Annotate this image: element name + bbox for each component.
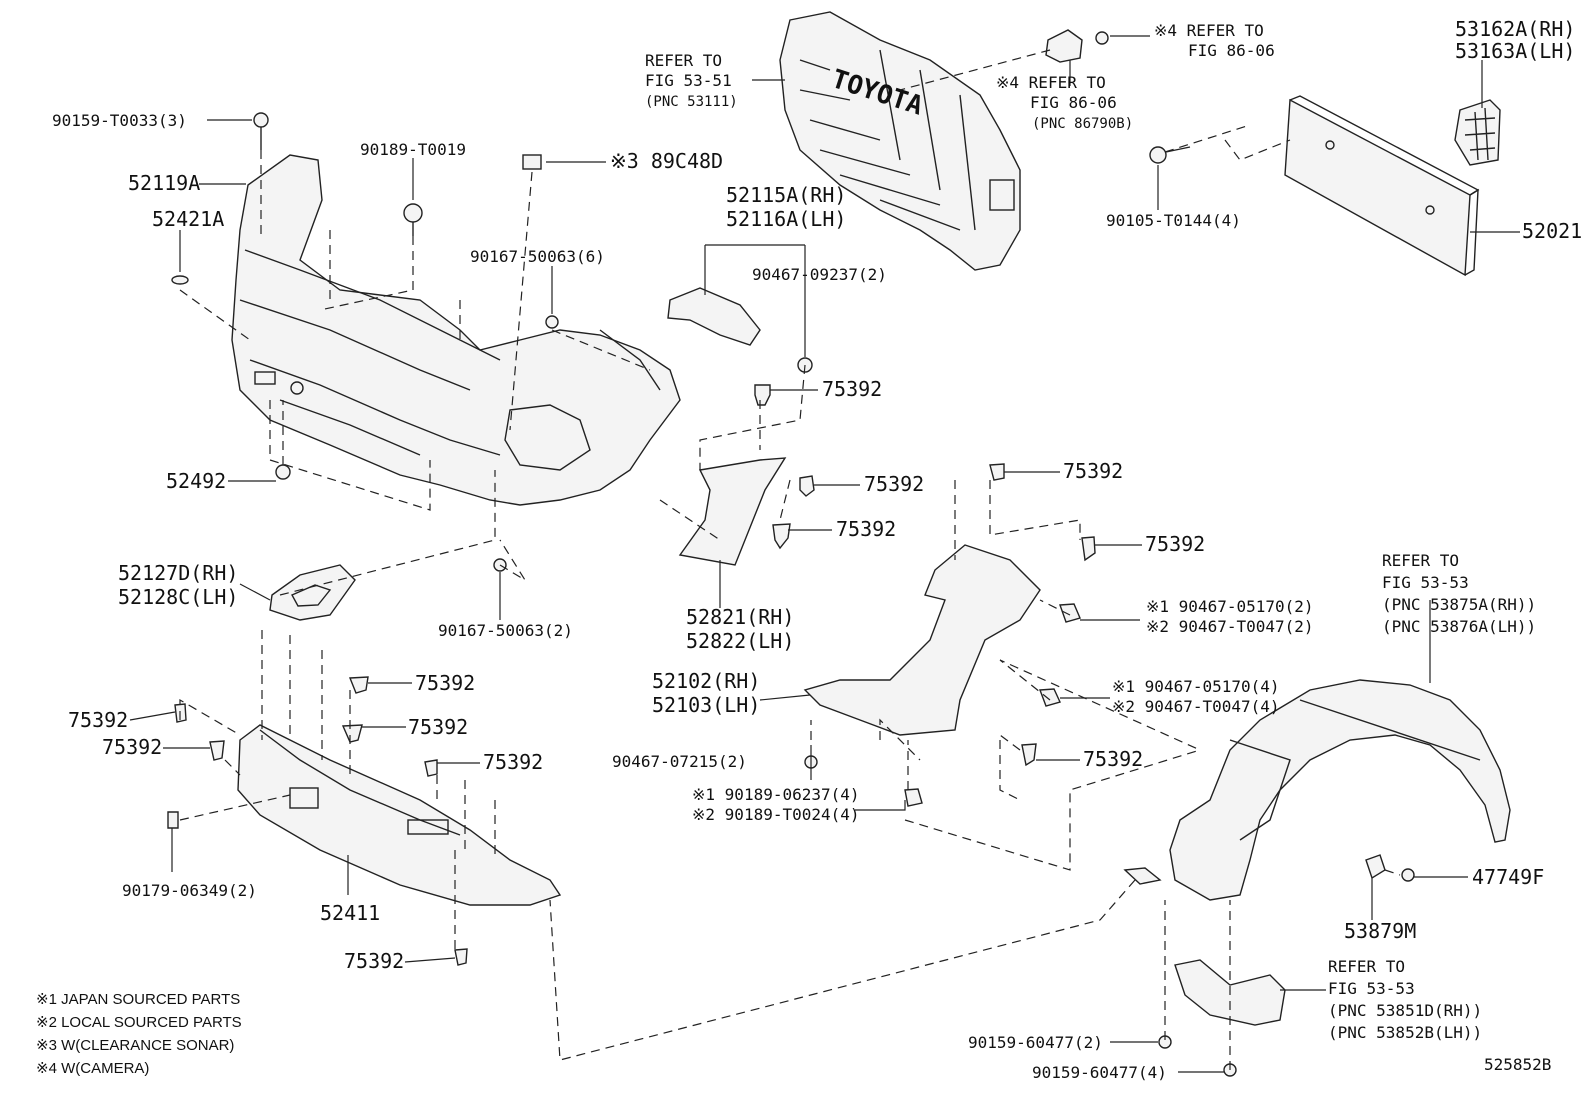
mudguard-ref-line1: REFER TO [1328,957,1405,976]
label-89C48D: ※3 89C48D [610,149,723,173]
bracket-ref-line3: (PNC 86790B) [1032,116,1133,132]
label-90467-T0047-2: ※2 90467-T0047(2) [1146,617,1314,636]
label-75392: 75392 [102,735,162,759]
label-52421A: 52421A [152,207,224,231]
label-52103: 52103(LH) [652,693,760,717]
label-52411: 52411 [320,901,380,925]
bracket-53162A [1454,99,1501,166]
camera-ref-line2: FIG 86-06 [1188,41,1275,60]
bracket-ref-line1: ※4 REFER TO [996,73,1106,92]
label-52021: 52021 [1522,219,1582,243]
note-3: ※3 W(CLEARANCE SONAR) [36,1037,234,1054]
label-90179-06349: 90179-06349(2) [122,881,257,900]
diagram-id: 525852B [1484,1055,1551,1074]
label-90467-05170-2: ※1 90467-05170(2) [1146,597,1314,616]
grille-ref-line1: REFER TO [645,51,722,70]
label-52119A: 52119A [128,171,200,195]
nut-53879M [1365,854,1415,882]
fender-liner [1169,679,1511,901]
label-90159-60477-2: 90159-60477(2) [968,1033,1103,1052]
bracket-52115A [667,287,813,373]
label-90159-T0033: 90159-T0033(3) [52,111,187,130]
mudguard-ref-line4: (PNC 53852B(LH)) [1328,1023,1482,1042]
leader-lines [129,35,1520,1073]
fog-cover-52127D [269,564,356,621]
label-75392: 75392 [408,715,468,739]
legend-notes: ※1 JAPAN SOURCED PARTS ※2 LOCAL SOURCED … [36,991,242,1077]
label-47749F: 47749F [1472,865,1544,889]
fasteners [167,112,1237,1077]
label-52128C: 52128C(LH) [118,585,238,609]
liner-ref-line1: REFER TO [1382,551,1459,570]
note-1: ※1 JAPAN SOURCED PARTS [36,991,240,1008]
camera-ref-line1: ※4 REFER TO [1154,21,1264,40]
mudguard-ref-line2: FIG 53-53 [1328,979,1415,998]
label-52492: 52492 [166,469,226,493]
liner-ref-line2: FIG 53-53 [1382,573,1469,592]
mudguard-ref-line3: (PNC 53851D(RH)) [1328,1001,1482,1020]
label-53163A: 53163A(LH) [1455,39,1575,63]
label-52821: 52821(RH) [686,605,794,629]
label-52102: 52102(RH) [652,669,760,693]
label-75392: 75392 [68,708,128,732]
label-75392: 75392 [864,472,924,496]
label-90189-T0024: ※2 90189-T0024(4) [692,805,860,824]
label-75392: 75392 [415,671,475,695]
assembly-lines [179,49,1401,1070]
bumper-cover-52119A [231,154,681,506]
label-75392: 75392 [344,949,404,973]
clip-75392-group-1 [754,384,1096,562]
camera-bracket [1045,29,1109,63]
label-52115A: 52115A(RH) [726,183,846,207]
label-75392: 75392 [1063,459,1123,483]
label-90467-T0047-4: ※2 90467-T0047(4) [1112,697,1280,716]
note-4: ※4 W(CAMERA) [36,1060,149,1077]
bracket-ref-line2: FIG 86-06 [1030,93,1117,112]
grille-ref-line2: FIG 53-51 [645,71,732,90]
label-90167-50063-2: 90167-50063(2) [438,621,573,640]
label-52822: 52822(LH) [686,629,794,653]
grille-ref-line3: (PNC 53111) [645,94,738,110]
label-90467-05170-4: ※1 90467-05170(4) [1112,677,1280,696]
label-75392: 75392 [483,750,543,774]
label-90189-T0019: 90189-T0019 [360,140,466,159]
label-53879M: 53879M [1344,919,1416,943]
label-90105-T0144: 90105-T0144(4) [1106,211,1241,230]
label-75392: 75392 [836,517,896,541]
label-75392: 75392 [1083,747,1143,771]
reinforcement-52021 [1284,95,1480,277]
bolt-90105 [1149,146,1191,164]
label-90167-50063-6: 90167-50063(6) [470,247,605,266]
label-90467-07215: 90467-07215(2) [612,752,747,771]
label-52116A: 52116A(LH) [726,207,846,231]
grille: TOYOTA [779,11,1021,271]
label-75392: 75392 [1145,532,1205,556]
lower-cover-52411 [237,724,562,906]
side-retainer-52102 [803,544,1041,736]
garnish-52821 [678,457,787,566]
part-labels: 90159-T0033(3) 52119A 52421A 90189-T0019… [52,17,1582,1082]
label-53162A: 53162A(RH) [1455,17,1575,41]
note-2: ※2 LOCAL SOURCED PARTS [36,1014,242,1031]
liner-ref-line4: (PNC 53876A(LH)) [1382,617,1536,636]
label-90189-06237: ※1 90189-06237(4) [692,785,860,804]
label-90467-09237: 90467-09237(2) [752,265,887,284]
label-75392: 75392 [822,377,882,401]
label-52127D: 52127D(RH) [118,561,238,585]
liner-ref-line3: (PNC 53875A(RH)) [1382,595,1536,614]
label-90159-60477-4: 90159-60477(4) [1032,1063,1167,1082]
